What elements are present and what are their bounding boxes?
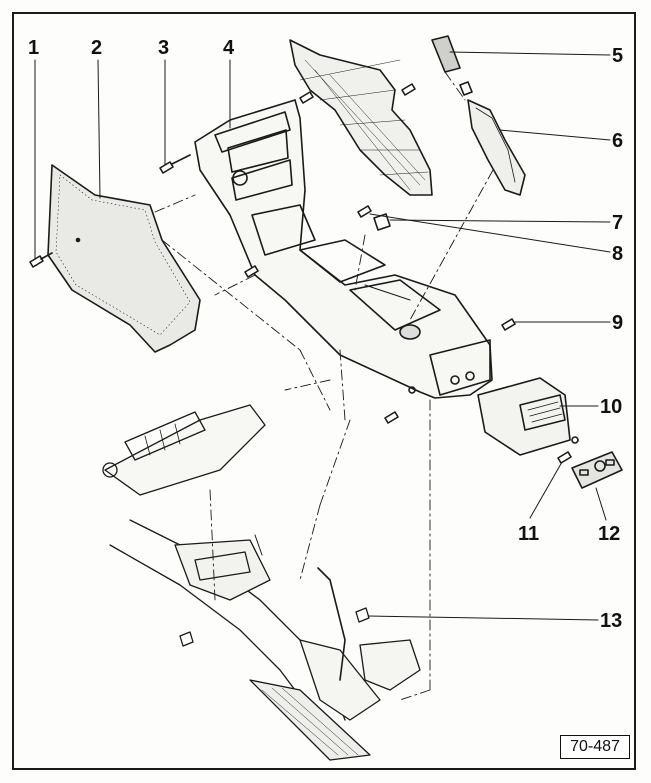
callout-9: 9 <box>612 312 623 334</box>
part-3-screw <box>159 154 191 174</box>
callout-13: 13 <box>600 610 622 632</box>
part-11-screw <box>557 451 572 464</box>
part-7-clip <box>373 213 391 231</box>
callout-2: 2 <box>91 37 102 59</box>
callout-5: 5 <box>612 45 623 67</box>
diagram-frame <box>12 12 636 770</box>
part-5-cap <box>431 35 473 96</box>
callout-12: 12 <box>598 523 620 545</box>
part-4-center-console <box>194 99 493 399</box>
callout-11: 11 <box>518 523 539 545</box>
part-12-switch-plate <box>571 451 623 489</box>
callout-10: 10 <box>600 396 622 418</box>
leader-lines <box>34 51 611 621</box>
callout-1: 1 <box>28 37 39 59</box>
part-1-screw <box>29 252 53 268</box>
callout-6: 6 <box>612 130 623 152</box>
part-9-screw <box>501 318 516 331</box>
part-10-switch-module <box>477 377 579 456</box>
part-2-side-panel <box>47 164 201 353</box>
top-screws <box>299 83 416 104</box>
part-8-screw <box>357 205 372 218</box>
reference-number: 70-487 <box>560 735 630 759</box>
vehicle-floor-assembly <box>102 404 421 761</box>
callout-4: 4 <box>223 37 235 59</box>
part-6-lid <box>467 99 526 196</box>
assembly-lines <box>154 71 494 701</box>
callout-3: 3 <box>158 37 169 59</box>
callout-8: 8 <box>612 243 623 265</box>
callout-7: 7 <box>612 212 623 234</box>
top-cover-panel <box>289 39 433 196</box>
